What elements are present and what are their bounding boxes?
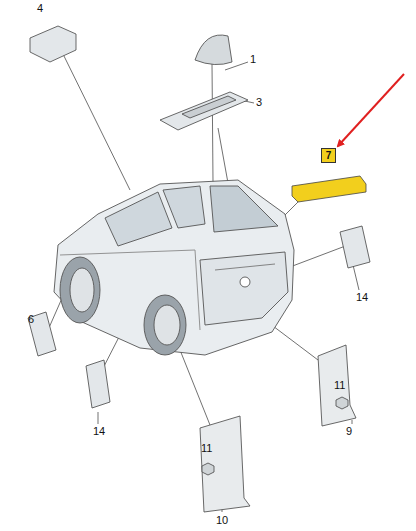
- callout-number: 1: [250, 54, 256, 65]
- vehicle-body: [54, 180, 294, 355]
- pointer-arrow: [338, 74, 404, 146]
- parts: [28, 26, 370, 512]
- callout-number: 3: [256, 97, 262, 108]
- callout-number: 11: [334, 380, 345, 391]
- callout-number: 9: [346, 426, 352, 437]
- callout-number: 6: [28, 314, 34, 325]
- callout-number: 4: [37, 3, 43, 14]
- callout-number: 11: [201, 443, 212, 454]
- callout-number: 14: [356, 292, 368, 303]
- callout-number: 7: [326, 150, 332, 161]
- callout-box: 7: [321, 148, 336, 163]
- callout-number: 10: [216, 515, 228, 526]
- callout-number: 14: [93, 426, 105, 437]
- leader-lines: [36, 52, 359, 512]
